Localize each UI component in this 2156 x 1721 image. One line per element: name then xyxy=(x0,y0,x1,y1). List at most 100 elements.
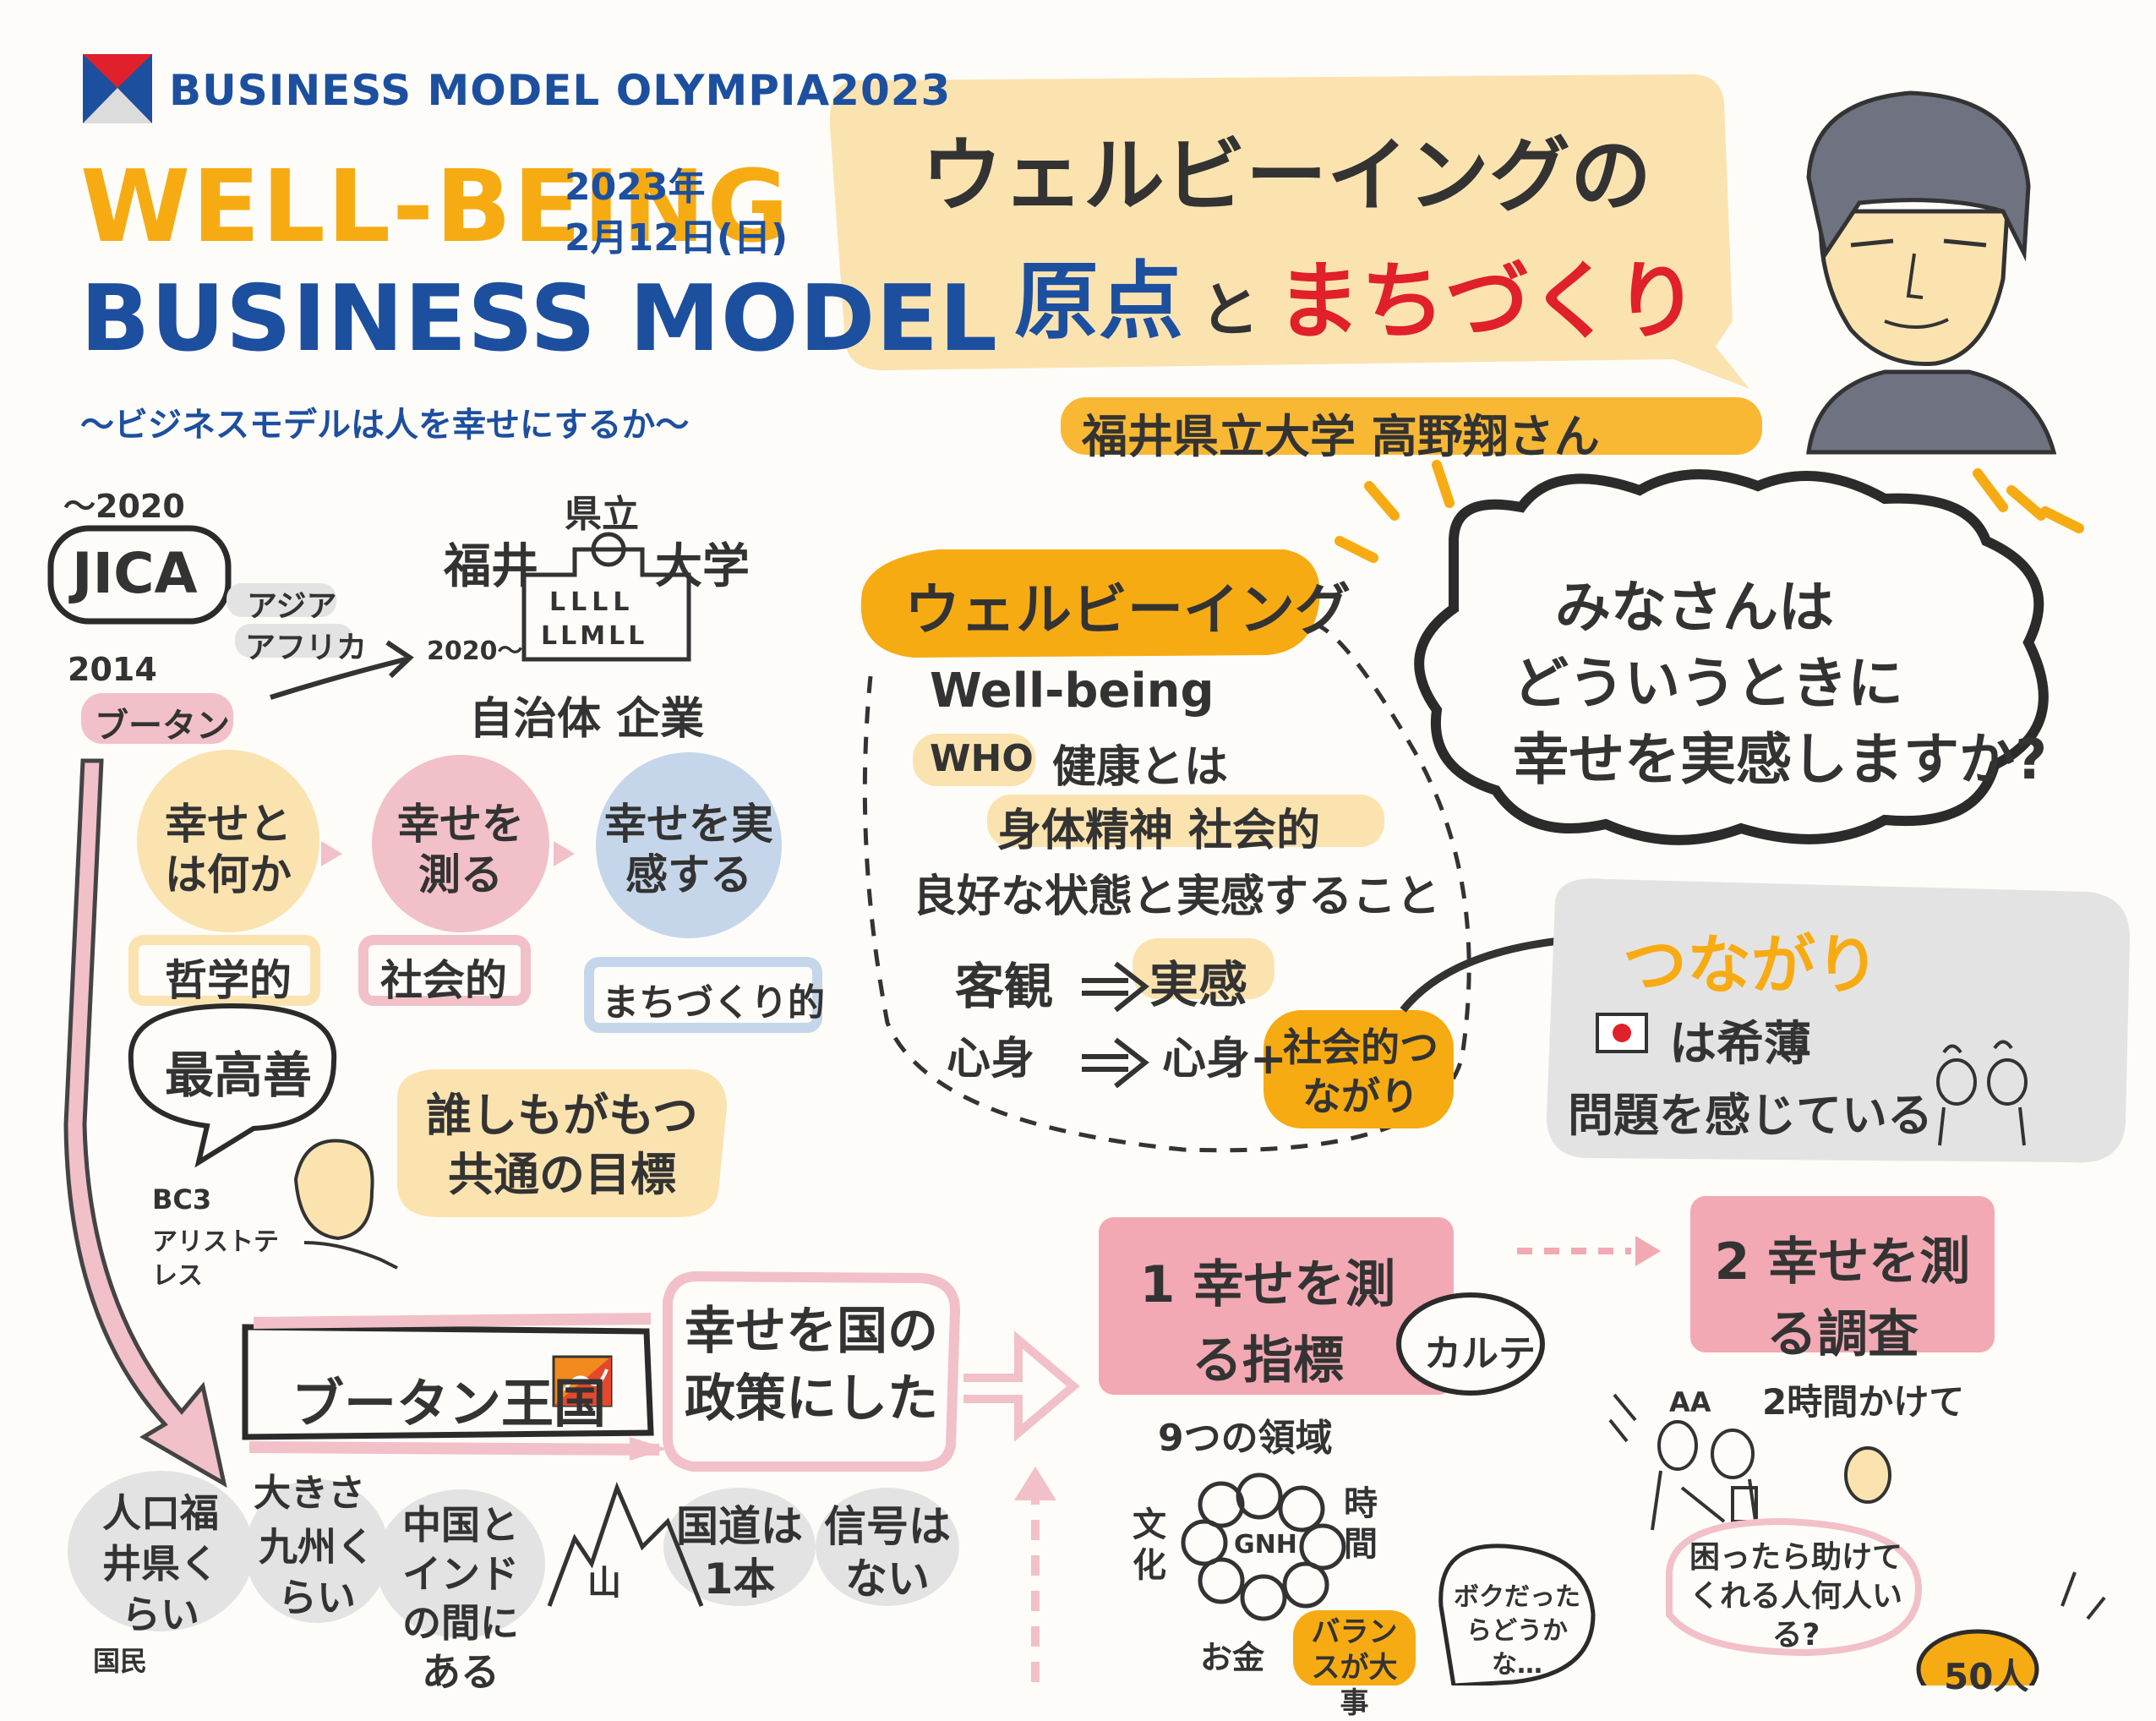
fukui-label: 福井 xyxy=(444,539,538,594)
boku-bubble xyxy=(1438,1543,1596,1685)
happiness-what-is: 幸せとは何か xyxy=(165,800,292,899)
bc3-label: BC3 xyxy=(152,1183,212,1216)
saikouzen-label: 最高善 xyxy=(165,1046,313,1104)
wellbeing-english: Well-being xyxy=(930,664,1214,718)
question-line3: 幸せを実感しますか? xyxy=(1513,727,2048,792)
tsunagari-box xyxy=(1547,878,2130,1163)
step2-label: 2 幸せを測る調査 xyxy=(1714,1232,1971,1364)
machizukuri-label: まちづくり的 xyxy=(602,981,825,1024)
arrow-2020-label: 2020〜 xyxy=(427,636,523,666)
olympia-logo-icon xyxy=(83,54,152,123)
who-label: WHO xyxy=(930,737,1034,780)
japan-flag-icon xyxy=(1596,1013,1648,1053)
money-label: お金 xyxy=(1200,1639,1265,1676)
year-2014: 2014 xyxy=(68,651,157,688)
event-name: BUSINESS MODEL OLYMPIA2023 xyxy=(169,66,952,115)
population-label: 人口福井県くらい xyxy=(102,1490,219,1637)
social-connection-label: 社会的つながり xyxy=(1283,1024,1438,1119)
question-cloud xyxy=(1414,469,2049,845)
happiness-measure: 幸せを測る xyxy=(397,800,524,899)
title-bubble xyxy=(829,74,1750,389)
two-hours-label: 2時間かけて xyxy=(1762,1381,1965,1423)
aristotle-label: アリストテレス xyxy=(152,1227,279,1291)
komattara-bubble xyxy=(1666,1517,1923,1657)
gnh-label: GNH xyxy=(1234,1530,1297,1560)
rays-decoration xyxy=(1335,460,2084,563)
main-title-line2: BUSINESS MODEL xyxy=(80,266,998,372)
building-row1: LLLL xyxy=(549,587,635,617)
signal-label: 信号はない xyxy=(824,1502,951,1604)
talk-title-genten: 原点 xyxy=(1014,252,1183,351)
boku-label: ボクだったらどうかな… xyxy=(1454,1582,1580,1680)
happiness-feel: 幸せを実感する xyxy=(604,800,773,899)
fifty-label: 50人 xyxy=(1944,1656,2029,1697)
problem-label: 問題を感じている xyxy=(1568,1089,1933,1142)
asia-label: アジア xyxy=(247,589,337,624)
jica-label: JICA xyxy=(72,541,198,606)
road-label: 国道は1本 xyxy=(676,1502,803,1604)
partners-label: 自治体 企業 xyxy=(469,694,705,745)
surveyor-people-icon xyxy=(1651,1420,1760,1539)
mountain-label: 山 xyxy=(587,1564,621,1603)
wellbeing-dashed-boundary xyxy=(862,623,1471,1153)
shinshin-plus-label: 心身+ xyxy=(1162,1034,1287,1085)
question-line1: みなさんは xyxy=(1555,575,1834,640)
speaker-name: 福井県立大学 高野翔さん xyxy=(1082,410,1600,463)
body-mind-social-label: 身体精神 社会的 xyxy=(997,806,1321,856)
date-day: 2月12日(日) xyxy=(565,216,789,260)
jikkan-label: 実感 xyxy=(1149,956,1248,1013)
tsunagari-heading: つながり xyxy=(1623,927,1880,1003)
balance-label: バランスが大事 xyxy=(1311,1615,1398,1720)
step1-label: 1 幸せを測る指標 xyxy=(1139,1255,1396,1390)
jica-box xyxy=(47,525,232,625)
person-label: AA xyxy=(1669,1386,1711,1418)
size-label: 大きさ xyxy=(254,1472,365,1515)
africa-label: アフリカ xyxy=(245,631,368,665)
japan-weak-label: は希薄 xyxy=(1669,1017,1811,1072)
step1-box xyxy=(1099,1217,1454,1395)
karte-label: カルテ xyxy=(1424,1332,1536,1375)
building-row2: LLMLL xyxy=(541,621,648,651)
talk-title-machizukuri: まちづくり xyxy=(1276,252,1699,351)
talk-title-line1: ウェルビーイングの xyxy=(921,128,1651,223)
social-label: 社会的 xyxy=(380,956,507,1005)
speaker-band xyxy=(1061,397,1762,455)
aristotle-icon xyxy=(293,1139,398,1270)
daigaku-label: 大学 xyxy=(655,539,750,594)
speaker-portrait-icon xyxy=(1806,90,2057,455)
drawing-layer xyxy=(47,54,2130,1685)
domains-label: 9つの領域 xyxy=(1158,1417,1333,1460)
policy-box xyxy=(663,1270,961,1472)
bhutan-kingdom-label: ブータン王国 xyxy=(292,1373,607,1434)
header-subtitle: 〜ビジネスモデルは人を幸せにするか〜 xyxy=(80,406,690,445)
thinking-person-icon xyxy=(1844,1446,1891,1504)
philosophical-label: 哲学的 xyxy=(165,956,292,1005)
gnh-ring-icon xyxy=(1181,1472,1346,1621)
policy-label: 幸せを国の政策にした xyxy=(685,1302,938,1429)
common-goal-label: 誰しもがもつ共通の目標 xyxy=(426,1089,698,1201)
culture-label: 文化 xyxy=(1133,1505,1166,1585)
saikouzen-bubble xyxy=(128,1003,337,1168)
bhutan-flag-icon xyxy=(552,1355,613,1407)
date-year: 2023年 xyxy=(565,166,706,209)
komattara-label: 困ったら助けてくれる人何人いる? xyxy=(1689,1540,1902,1653)
talk-title-to: と xyxy=(1200,276,1259,345)
university-building-icon xyxy=(521,532,691,662)
bhutan-kingdom-box xyxy=(242,1324,654,1440)
time-label: 時間 xyxy=(1344,1484,1378,1564)
kenritsu-label: 県立 xyxy=(565,493,639,536)
location-label: 中国とインドの間にある xyxy=(402,1502,519,1695)
step2-box xyxy=(1690,1196,1995,1352)
mountain-icon xyxy=(547,1481,704,1607)
wellbeing-heading-blob xyxy=(860,549,1320,658)
objective-label: 客観 xyxy=(955,958,1054,1015)
kokumin-label: 国民 xyxy=(93,1645,148,1677)
bhutan-label: ブータン xyxy=(95,707,230,746)
size-value: 九州くらい xyxy=(259,1524,375,1620)
year-2020: 〜2020 xyxy=(63,488,185,525)
good-state-label: 良好な状態と実感すること xyxy=(913,871,1441,922)
talk-title-line2: 原点とまちづくり xyxy=(1014,232,1699,355)
worried-people-icon xyxy=(1936,1040,2028,1146)
pink-long-arrow xyxy=(63,758,227,1488)
kenkou-label: 健康とは xyxy=(1052,742,1229,793)
